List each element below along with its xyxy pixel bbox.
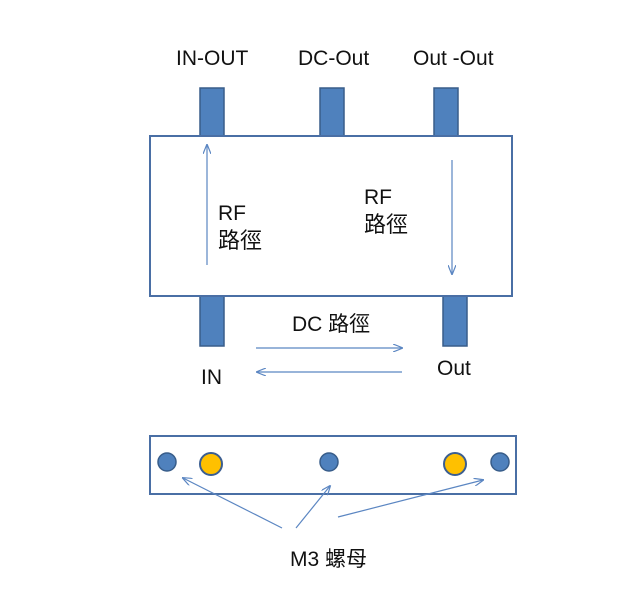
rf-path-right-line1: RF — [364, 186, 392, 209]
mount-hole-center — [319, 452, 339, 472]
pin-in-out-top — [199, 87, 225, 137]
mount-hole-left — [157, 452, 177, 472]
pin-out-bottom — [442, 295, 468, 347]
label-in-out: IN-OUT — [176, 47, 249, 70]
pin-in-bottom — [199, 295, 225, 347]
m3-nut-label: M3 螺母 — [290, 548, 368, 571]
label-dc-out: DC-Out — [298, 47, 370, 70]
rf-path-label-left: RF 路徑 — [218, 200, 262, 256]
nut-pointer-left — [183, 478, 283, 529]
rf-path-label-right: RF 路徑 — [364, 184, 408, 240]
label-in: IN — [201, 366, 222, 389]
label-out: Out — [437, 357, 471, 380]
device-body — [149, 135, 513, 297]
mount-hole-right — [490, 452, 510, 472]
rf-path-right-line2: 路徑 — [364, 213, 409, 238]
rf-path-left-line2: 路徑 — [218, 229, 263, 254]
pin-dc-out-top — [319, 87, 345, 137]
nut-pointer-center — [295, 486, 330, 529]
label-out-out: Out -Out — [413, 47, 494, 70]
m3-nut-left — [199, 452, 223, 476]
nut-pointer-right — [337, 480, 483, 518]
pin-out-out-top — [433, 87, 459, 137]
dc-path-label: DC 路徑 — [292, 313, 371, 336]
m3-nut-right — [443, 452, 467, 476]
rf-path-left-line1: RF — [218, 202, 246, 225]
